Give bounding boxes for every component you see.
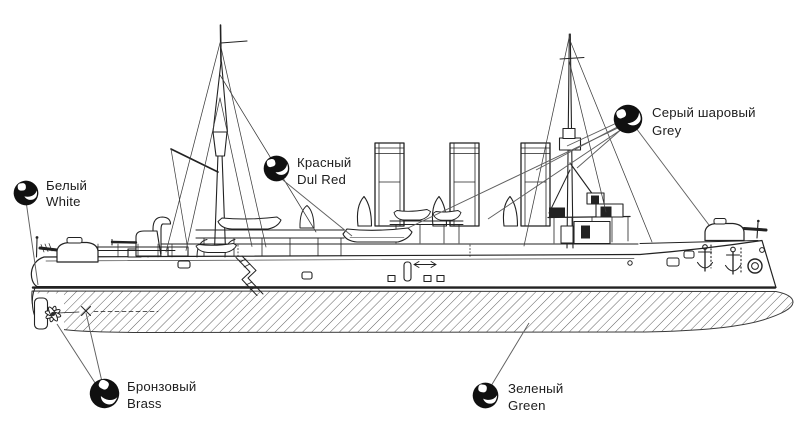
callout-brass-label-en: Brass bbox=[127, 396, 162, 411]
callout-red-label-en: Dul Red bbox=[297, 172, 346, 187]
stern-flagstaff bbox=[35, 238, 38, 258]
leader-line bbox=[487, 322, 530, 392]
callout-dul-red: Красный Dul Red bbox=[263, 155, 353, 237]
callout-green-label-en: Green bbox=[508, 398, 546, 413]
funnel-3 bbox=[502, 142, 551, 227]
skid-boat bbox=[393, 209, 431, 221]
yard bbox=[559, 57, 585, 60]
paint-dab-icon bbox=[263, 155, 290, 182]
mast-doubling bbox=[212, 131, 228, 157]
deck-fitting bbox=[627, 260, 633, 266]
deck-fitting bbox=[177, 260, 191, 269]
bow-turret bbox=[704, 218, 768, 242]
searchlight bbox=[562, 127, 576, 140]
mid-deck bbox=[58, 205, 464, 258]
derrick-boom bbox=[548, 169, 571, 214]
ladder-slot bbox=[403, 261, 412, 282]
callout-white: Белый White bbox=[11, 178, 87, 286]
deck-fitting bbox=[436, 274, 445, 283]
forecastle-sheer-line bbox=[639, 240, 759, 244]
mast-pedestal bbox=[560, 225, 574, 244]
callout-red-label-ru: Красный bbox=[297, 155, 351, 170]
callout-white-label-ru: Белый bbox=[46, 178, 87, 193]
battleship-drawing bbox=[30, 24, 794, 333]
deck-gun-shield bbox=[135, 230, 162, 257]
paint-dab-icon bbox=[83, 372, 126, 415]
paint-dab-icon bbox=[468, 378, 503, 413]
callouts: Белый White Красный Dul Red Серый шаровы… bbox=[11, 102, 756, 415]
bow-gun-barrel bbox=[742, 227, 768, 232]
skylight bbox=[167, 246, 189, 257]
vent-cowl bbox=[356, 195, 373, 227]
chart-house-door bbox=[581, 225, 590, 239]
aft-turret bbox=[38, 237, 99, 263]
bow-details bbox=[627, 219, 765, 275]
jack-staff bbox=[756, 221, 759, 239]
deck-fitting bbox=[423, 274, 432, 283]
vent-cowl bbox=[431, 195, 448, 227]
chart-house bbox=[573, 220, 611, 245]
leader-line bbox=[277, 175, 353, 237]
anchor bbox=[724, 246, 742, 275]
callout-green-label-ru: Зеленый bbox=[508, 381, 563, 396]
callout-grey: Серый шаровый Grey bbox=[407, 102, 756, 229]
deck-gun-barrel bbox=[110, 240, 138, 244]
bridge-wing bbox=[549, 207, 565, 218]
callout-grey-label-ru: Серый шаровый bbox=[652, 105, 756, 120]
gaff bbox=[170, 148, 219, 173]
propeller bbox=[44, 305, 62, 323]
callout-green: Зеленый Green bbox=[468, 322, 563, 413]
flagstaff-truck bbox=[35, 236, 39, 239]
callout-white-label-en: White bbox=[46, 194, 81, 209]
hawse-pipe bbox=[747, 258, 763, 274]
shaft-mark bbox=[81, 306, 91, 316]
yard bbox=[220, 40, 248, 44]
leader-lines bbox=[407, 120, 710, 229]
capstan bbox=[683, 250, 695, 259]
anchor bbox=[696, 244, 714, 272]
main-deck-line bbox=[45, 258, 635, 262]
paint-dab-icon bbox=[11, 178, 41, 208]
bridge bbox=[547, 192, 631, 245]
double-arrow-mark bbox=[413, 261, 437, 268]
ships-boat bbox=[217, 216, 282, 230]
deck-fitting bbox=[301, 271, 313, 280]
deck-fitting bbox=[666, 257, 680, 267]
leader-lines bbox=[56, 312, 104, 390]
callout-brass-label-ru: Бронзовый bbox=[127, 379, 197, 394]
hull bbox=[30, 236, 777, 289]
fairlead bbox=[759, 247, 765, 253]
hanging-boat bbox=[195, 243, 237, 253]
underwater-hull bbox=[31, 287, 794, 333]
callout-brass: Бронзовый Brass bbox=[56, 312, 197, 415]
callout-grey-label-en: Grey bbox=[652, 123, 682, 138]
deck-fitting bbox=[387, 274, 396, 283]
funnel-1 bbox=[356, 142, 405, 227]
paint-dab-icon bbox=[611, 102, 645, 136]
accommodation-ladder bbox=[235, 255, 264, 296]
leader-line bbox=[25, 200, 39, 286]
aft-superstructure bbox=[110, 216, 345, 296]
vent-cowl bbox=[502, 195, 519, 227]
steam-launch bbox=[342, 227, 413, 243]
prop-shaft bbox=[57, 311, 80, 314]
